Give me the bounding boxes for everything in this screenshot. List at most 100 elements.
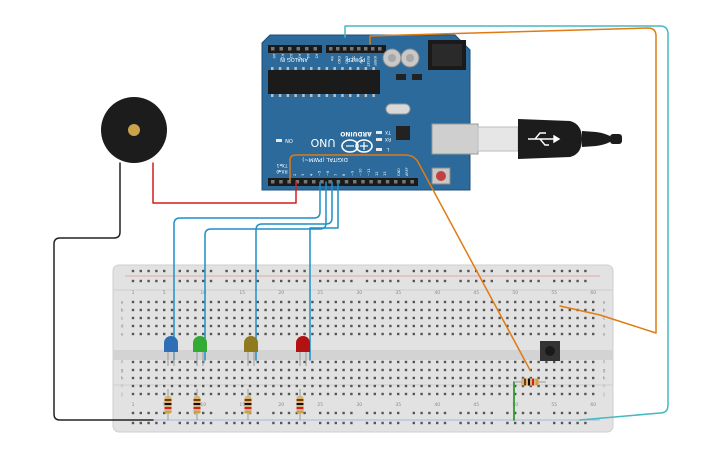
- digital-header[interactable]: [268, 178, 418, 186]
- row-letter: j: [602, 392, 604, 398]
- wire-orange-button: [289, 154, 531, 371]
- wire-black-buzzer: [53, 162, 154, 421]
- row-letter: b: [121, 308, 124, 314]
- digital-pin-label: ~6: [326, 170, 330, 176]
- row-letter: j: [120, 392, 122, 398]
- resistor-1[interactable]: [164, 389, 172, 420]
- piezo-buzzer[interactable]: [101, 97, 167, 163]
- resistor-4[interactable]: [296, 389, 304, 420]
- row-letter: d: [603, 324, 606, 330]
- digital-header-pins[interactable]: [271, 180, 414, 184]
- row-letter: i: [121, 384, 122, 390]
- column-number: 20: [278, 402, 284, 408]
- led-red[interactable]: [296, 336, 310, 366]
- resistor-2[interactable]: [193, 389, 201, 420]
- digital-pin-label: ~9: [350, 170, 354, 176]
- reset-button[interactable]: [436, 171, 446, 181]
- breadboard-column-numbers: 1155101015152020252530303535404045455050…: [132, 290, 597, 408]
- usb-chip: [396, 126, 410, 140]
- column-number: 25: [317, 290, 323, 296]
- row-letter: h: [121, 376, 124, 382]
- power-pin-label: RESET: [366, 56, 370, 68]
- led-blue[interactable]: [164, 336, 178, 366]
- l-label: L: [386, 146, 389, 152]
- column-number: 30: [356, 402, 362, 408]
- row-letter: h: [603, 376, 606, 382]
- power-pin-label: IOREF: [373, 56, 377, 66]
- row-letter: e: [121, 333, 124, 338]
- digital-pin-label: ~5: [318, 171, 322, 176]
- digital-pin-label: GND: [397, 168, 401, 176]
- button-resistor[interactable]: [514, 378, 546, 386]
- digital-pin-label: 8: [342, 173, 346, 176]
- wire-blue-1: [173, 181, 321, 361]
- power-pin-label: GND: [337, 56, 341, 64]
- power-pin-label: 5V: [352, 56, 356, 61]
- analog-pin-label: A5: [315, 54, 319, 59]
- resistor-3[interactable]: [244, 389, 252, 420]
- crystal-oscillator: [385, 103, 411, 115]
- analog-in-label: ANALOG IN: [280, 56, 308, 62]
- push-button[interactable]: [540, 341, 560, 361]
- column-number: 60: [590, 290, 596, 296]
- column-number: 40: [434, 290, 440, 296]
- analog-pin-label: A2: [289, 54, 293, 59]
- row-letter: a: [603, 301, 606, 306]
- analog-pin-label: A0: [272, 54, 276, 59]
- row-letter: i: [603, 384, 604, 390]
- atmega-chip: [268, 67, 380, 97]
- brand-label: ARDUINO: [340, 130, 371, 137]
- digital-pin-label: ~10: [359, 168, 363, 176]
- digital-label: DIGITAL (PWM~): [302, 156, 348, 162]
- column-number: 5: [163, 402, 166, 408]
- row-letter: f: [603, 360, 605, 366]
- column-number: 50: [512, 402, 518, 408]
- breadboard-holes[interactable]: [131, 269, 595, 425]
- column-number: 10: [200, 402, 206, 408]
- rx-label: RX: [385, 136, 391, 142]
- top-header-pins[interactable]: [271, 47, 382, 51]
- column-number: 5: [163, 290, 166, 296]
- digital-pin-label: ~11: [367, 168, 371, 176]
- breadboard[interactable]: 1155101015152020252530303535404045455050…: [112, 264, 614, 433]
- digital-pin-label: 7: [334, 174, 338, 176]
- column-number: 10: [200, 290, 206, 296]
- tx1-label: TX▸1: [276, 162, 288, 168]
- led-resistors[interactable]: [164, 389, 304, 420]
- led-yellow[interactable]: [244, 336, 258, 366]
- usb-cable[interactable]: [431, 119, 622, 159]
- rx0-label: RX◂0: [276, 168, 287, 174]
- digital-pin-label: 2: [293, 174, 297, 176]
- column-number: 1: [132, 402, 135, 408]
- column-number: 50: [512, 290, 518, 296]
- power-header[interactable]: [326, 45, 386, 53]
- model-label: UNO: [310, 136, 335, 149]
- digital-pin-label: 12: [375, 171, 379, 176]
- row-letter: d: [121, 324, 124, 330]
- arduino-logo: [341, 139, 373, 153]
- column-number: 60: [590, 402, 596, 408]
- wires[interactable]: [53, 25, 669, 421]
- power-pin-label: Vin: [330, 56, 334, 61]
- tx-label: TX: [385, 129, 392, 135]
- row-letter: g: [121, 369, 124, 374]
- column-number: 40: [434, 402, 440, 408]
- row-letter: b: [603, 308, 606, 314]
- rx-led: [376, 138, 382, 141]
- led-green[interactable]: [193, 336, 207, 366]
- column-number: 1: [132, 290, 135, 296]
- tx-led: [376, 131, 382, 134]
- analog-header[interactable]: [268, 45, 322, 53]
- analog-pin-label: A3: [298, 54, 302, 59]
- wire-red-buzzer: [152, 162, 297, 204]
- column-number: 45: [473, 290, 479, 296]
- on-led: [276, 139, 282, 142]
- digital-pin-label: 3: [301, 174, 305, 176]
- analog-pin-label: A1: [281, 54, 285, 59]
- wire-cyan: [344, 25, 669, 421]
